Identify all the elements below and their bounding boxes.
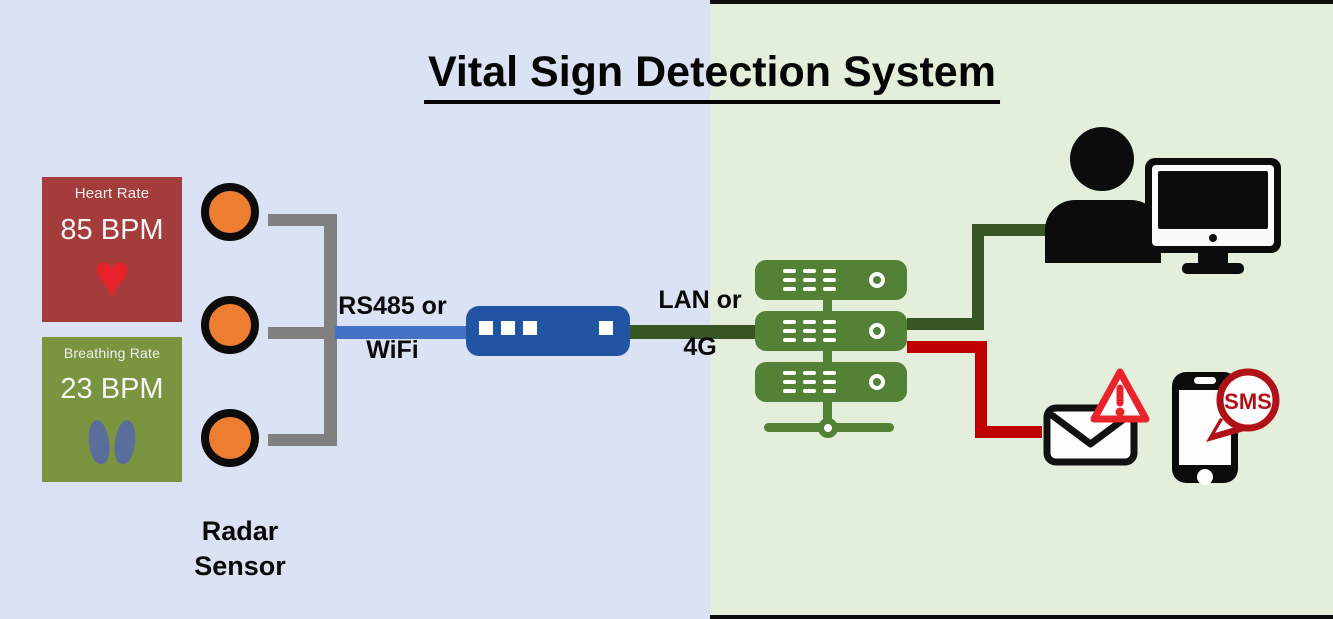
heart-rate-value: 85 BPM [60, 214, 164, 246]
lan-label: LAN or [658, 286, 742, 314]
alert-link-h2 [975, 426, 1042, 438]
server-panel-bottom-border [710, 615, 1333, 619]
sensor-1-stub-line [268, 214, 326, 226]
sensor-2-stub-line [268, 327, 326, 339]
server-1-vents-icon [783, 269, 836, 291]
heart-rate-card: Heart Rate 85 BPM ♥ [42, 177, 182, 322]
breathing-rate-card: Breathing Rate 23 BPM [42, 337, 182, 482]
server-3-vents-icon [783, 371, 836, 393]
radar-sensor-label-line2: Sensor [194, 551, 286, 581]
sms-label: SMS [1224, 389, 1272, 414]
server-2-power-icon [869, 323, 885, 339]
lung-left-lobe [86, 418, 112, 466]
server-unit-3 [755, 362, 907, 402]
server-network-node-icon [818, 418, 838, 438]
rs485-wifi-line [335, 326, 466, 339]
heart-rate-label: Heart Rate [74, 185, 150, 202]
server-1-power-icon [869, 272, 885, 288]
radar-sensor-3 [201, 409, 259, 467]
radar-sensor-1 [201, 183, 259, 241]
operator-link-h1 [907, 318, 984, 330]
switch-port-led-2 [501, 321, 515, 335]
heart-icon: ♥ [93, 242, 131, 311]
lan-4g-line [628, 325, 757, 339]
gateway-switch [466, 306, 630, 356]
sensor-3-stub-line [268, 434, 326, 446]
server-panel-top-border [710, 0, 1333, 4]
operator-head-icon [1070, 127, 1134, 191]
switch-port-led-1 [479, 321, 493, 335]
server-rack-spine [823, 280, 832, 428]
lungs-icon [42, 418, 182, 466]
operator-link-v [972, 224, 984, 330]
lung-right-lobe [112, 418, 138, 466]
fourg-label: 4G [683, 333, 717, 361]
server-2-vents-icon [783, 320, 836, 342]
monitor-screen [1158, 171, 1268, 229]
breathing-rate-label: Breathing Rate [63, 345, 161, 361]
sensor-bus-line [324, 214, 337, 446]
alert-link-v [975, 341, 987, 438]
radar-sensor-label-line1: Radar [201, 516, 279, 546]
radar-sensor-2 [201, 296, 259, 354]
server-unit-1 [755, 260, 907, 300]
sms-bubble-icon [1206, 368, 1280, 442]
switch-uplink-led [599, 321, 613, 335]
wifi-label: WiFi [366, 336, 419, 364]
monitor-stand [1198, 251, 1228, 265]
monitor-power-dot [1209, 234, 1217, 242]
switch-port-led-3 [523, 321, 537, 335]
phone-home-button [1197, 469, 1213, 485]
radar-sensor-label: Radar Sensor [178, 514, 302, 584]
breathing-rate-value: 23 BPM [60, 373, 164, 405]
alert-link-h1 [907, 341, 987, 353]
monitor-icon [1145, 158, 1281, 253]
rs485-label: RS485 or [338, 292, 447, 320]
warning-icon [1090, 368, 1150, 423]
monitor-base [1182, 263, 1244, 274]
page-title: Vital Sign Detection System [424, 48, 1000, 104]
server-3-power-icon [869, 374, 885, 390]
server-unit-2 [755, 311, 907, 351]
operator-link-h2 [972, 224, 1047, 236]
operator-body-icon [1045, 200, 1161, 263]
phone-speaker [1194, 377, 1216, 384]
